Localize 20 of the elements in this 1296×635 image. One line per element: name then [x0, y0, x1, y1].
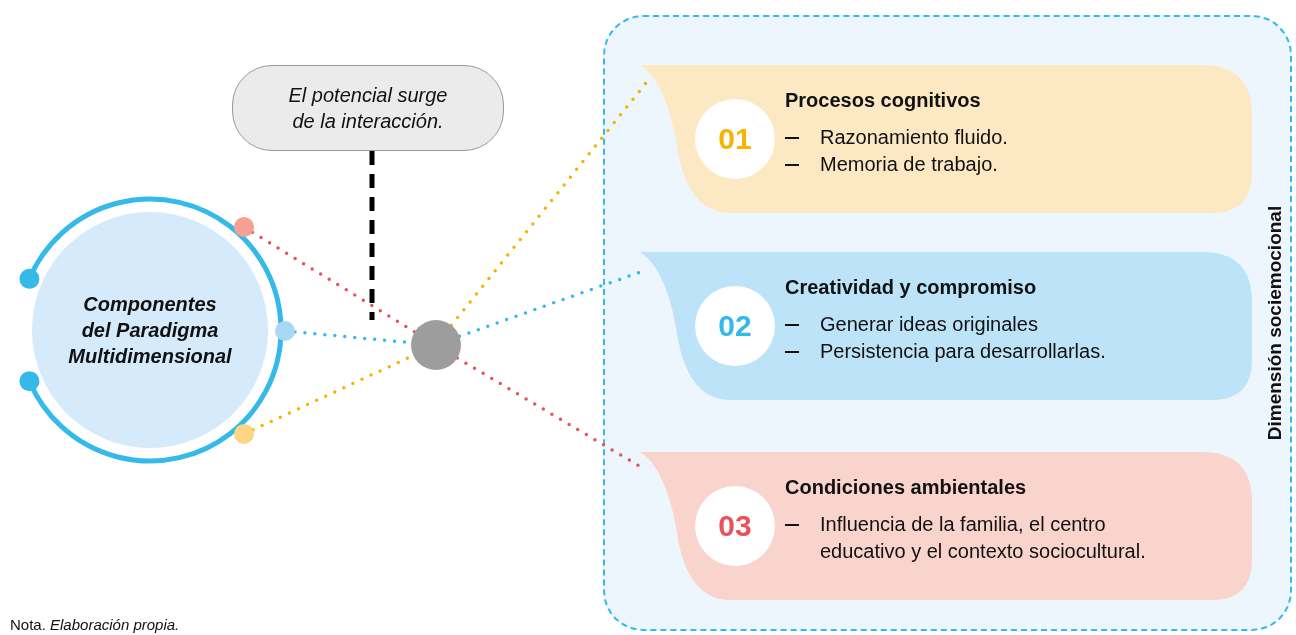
dotted-connector	[449, 81, 648, 327]
dashed-region	[603, 15, 1292, 631]
bullet-text: Influencia de la familia, el centro educativo y el contexto sociocultural.	[820, 512, 1147, 564]
main-title: Componentes del Paradigma Multidimensional	[67, 292, 233, 369]
dotted-connector	[250, 230, 417, 334]
dotted-connector	[369, 151, 375, 320]
bullet-text: Razonamiento fluido.	[820, 125, 1008, 150]
connector-dot	[275, 321, 295, 341]
region-label: Dimensión sociemocional	[1264, 205, 1286, 441]
note-text: Nota. Elaboración propia.	[10, 616, 180, 633]
card-heading: Procesos cognitivos	[785, 89, 981, 112]
callout-text: El potencial surge de la interacción.	[287, 83, 449, 134]
bullet-text: Generar ideas originales	[820, 312, 1038, 337]
card-heading: Creatividad y compromiso	[785, 276, 1037, 299]
bullet-text: Memoria de trabajo.	[820, 152, 998, 177]
connector-dot	[234, 424, 254, 444]
card-heading: Condiciones ambientales	[785, 476, 1027, 499]
hub-circle	[411, 320, 461, 370]
bullet-text: Persistencia para desarrollarlas.	[820, 339, 1106, 364]
connector-dot	[234, 217, 254, 237]
